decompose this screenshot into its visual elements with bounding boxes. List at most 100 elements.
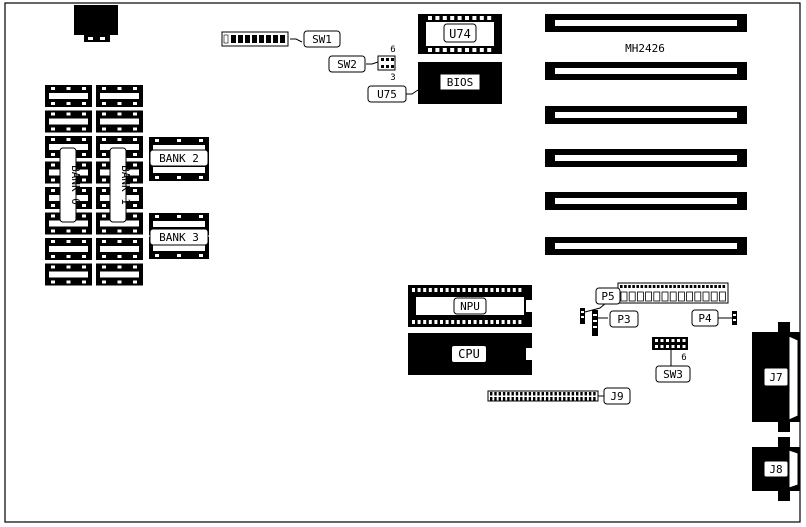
simm-contact <box>66 229 71 233</box>
sw1-switch-key <box>273 35 278 43</box>
board-model-label: MH2426 <box>625 42 665 55</box>
sw1-switch-key <box>231 35 236 43</box>
j8-label: J8 <box>769 463 782 476</box>
npu-pin <box>417 320 421 324</box>
sw3-switch-key <box>660 345 664 348</box>
j9-pin <box>545 397 549 401</box>
io-header-pin <box>628 285 631 288</box>
npu-pin <box>518 288 522 292</box>
io-header-pin <box>648 285 652 288</box>
simm-contact <box>133 127 137 131</box>
u74-pin <box>435 48 440 52</box>
simm-contact <box>82 178 86 182</box>
simm-contact <box>133 255 137 258</box>
sw1-switch-key <box>245 35 250 43</box>
j9-pin <box>541 397 544 401</box>
j9-pin <box>515 397 519 401</box>
u74-pin <box>442 48 447 52</box>
bank0-label-group: BANK 0 <box>59 147 82 223</box>
u74-pin <box>479 48 484 52</box>
simm-contact <box>102 255 106 258</box>
npu-pin <box>440 288 443 292</box>
sw2-pin-top: 6 <box>390 45 395 55</box>
simm-module-slot <box>100 118 139 125</box>
npu-pin <box>462 288 466 292</box>
io-header-pin <box>620 285 623 288</box>
simm-contact <box>133 153 137 156</box>
simm-contact <box>117 255 122 258</box>
npu-pin <box>484 288 488 292</box>
sw2-pin <box>386 58 389 61</box>
npu-pin <box>451 288 455 292</box>
simm-contact <box>102 214 106 218</box>
u74-pin <box>457 48 462 52</box>
j9-pin <box>537 392 540 396</box>
expansion-slot-opening <box>555 243 737 249</box>
p5-label: P5 <box>601 290 614 303</box>
u74-pin <box>487 16 492 20</box>
simm-module-slot <box>100 246 139 252</box>
simm-contact <box>102 87 106 90</box>
p3-label-box <box>609 310 639 328</box>
simm-contact <box>155 176 159 179</box>
simm-contact <box>177 176 181 179</box>
simm-contact <box>117 265 122 269</box>
sw2-label: SW2 <box>337 58 357 71</box>
npu-pin <box>512 320 516 324</box>
j9-header: J9 <box>487 387 631 405</box>
simm-contact <box>102 102 106 105</box>
j9-pin <box>580 392 583 396</box>
simm-contact <box>117 112 122 116</box>
sw1-label: SW1 <box>312 33 332 46</box>
simm-contact <box>117 87 122 90</box>
j9-pin <box>498 397 501 401</box>
simm-contact <box>199 215 203 218</box>
io-header-cell <box>637 291 644 302</box>
npu-pin <box>434 320 438 324</box>
npu-pin <box>512 288 516 292</box>
npu-pin <box>507 288 511 292</box>
simm-contact <box>51 240 55 243</box>
u74-label: U74 <box>449 27 471 41</box>
j9-pin <box>554 392 557 396</box>
bank3-label: BANK 3 <box>159 231 199 244</box>
io-header-pin <box>693 285 697 288</box>
npu-pin <box>412 288 415 292</box>
simm-contact <box>199 254 203 257</box>
p5-label-box <box>595 287 621 305</box>
j8-serial-connector: J8 <box>752 437 800 501</box>
simm-contact <box>51 265 55 269</box>
npu-pin <box>445 320 449 324</box>
simm-module-slot <box>153 145 205 151</box>
sw3-switch-key <box>682 339 686 342</box>
simm-module-slot <box>49 144 88 150</box>
npu-pin <box>428 320 432 324</box>
npu-pin <box>456 288 460 292</box>
simm-contact <box>51 229 55 233</box>
j9-pin <box>490 397 493 401</box>
j9-pin <box>571 397 575 401</box>
j9-pin <box>584 392 587 396</box>
simm-contact <box>133 112 137 116</box>
npu-pin <box>473 288 477 292</box>
simm-contact <box>51 204 55 207</box>
simm-contact <box>66 127 71 131</box>
simm-contact <box>51 102 55 105</box>
sw3-switch-key <box>655 339 658 342</box>
j9-pin <box>537 397 540 401</box>
io-header-pin <box>722 285 726 288</box>
j9-pin <box>558 392 562 396</box>
npu-pin <box>507 320 511 324</box>
simm-contact <box>199 139 203 142</box>
npu-pin <box>434 288 438 292</box>
io-header-pin <box>673 285 676 288</box>
simm-contact <box>66 280 71 284</box>
npu-pin <box>462 320 466 324</box>
io-header-cell <box>694 291 702 302</box>
simm-contact <box>117 229 122 233</box>
npu-pin <box>468 288 471 292</box>
simm-contact <box>51 153 55 156</box>
u74-pin <box>450 48 455 52</box>
io-header-cell <box>686 291 693 302</box>
npu-pin <box>412 320 415 324</box>
